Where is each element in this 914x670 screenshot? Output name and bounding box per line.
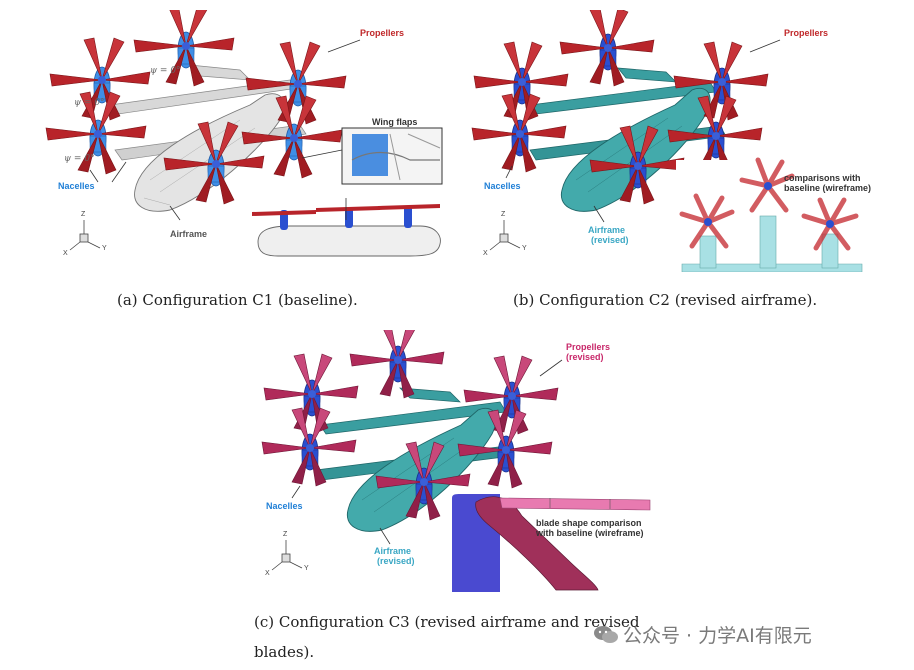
panel-c: Propellers (revised) Nacelles Airframe (…	[250, 330, 660, 592]
label-airframe-revised-2: (revised)	[377, 556, 415, 566]
caption-c-line2: blades).	[254, 643, 315, 661]
wechat-icon	[594, 626, 618, 643]
label-propellers: Propellers	[360, 28, 405, 38]
label-nacelles: Nacelles	[58, 181, 95, 191]
label-airframe: Airframe	[170, 229, 208, 239]
watermark: 公众号 · 力学AI有限元	[593, 621, 812, 648]
label-comparison-2: baseline (wireframe)	[784, 183, 872, 193]
panel-a-illustration	[45, 10, 443, 257]
caption-b: (b) Configuration C2 (revised airframe).	[513, 291, 818, 309]
label-nacelles: Nacelles	[484, 181, 521, 191]
label-comparison-1: comparisons with	[784, 173, 861, 183]
axis-x-label: X	[265, 570, 270, 577]
axis-x-label: X	[483, 250, 488, 257]
axis-z-label: Z	[501, 211, 506, 218]
panel-b: Propellers Nacelles Airframe (revised) c…	[470, 10, 872, 272]
label-psi-1: ψ = 0°	[150, 66, 181, 76]
axis-y-label: Y	[522, 245, 527, 252]
caption-c-line1: (c) Configuration C3 (revised airframe a…	[254, 613, 640, 631]
label-blade-comparison-1: blade shape comparison	[536, 518, 642, 528]
label-propellers-revised-2: (revised)	[566, 352, 604, 362]
axis-z-label: Z	[81, 211, 86, 218]
caption-a: (a) Configuration C1 (baseline).	[117, 291, 358, 309]
label-airframe-revised-2: (revised)	[591, 235, 629, 245]
watermark-text: 公众号 · 力学AI有限元	[623, 625, 812, 647]
axis-z-label: Z	[283, 531, 288, 538]
label-airframe-revised-1: Airframe	[374, 546, 412, 556]
axis-y-label: Y	[304, 565, 309, 572]
panel-a: Propellers Nacelles Airframe Wing flaps …	[40, 10, 460, 272]
axis-y-label: Y	[102, 245, 107, 252]
label-blade-comparison-2: with baseline (wireframe)	[536, 528, 644, 538]
label-psi-3: ψ = 0°	[64, 154, 95, 164]
label-airframe-revised-1: Airframe	[588, 225, 626, 235]
label-propellers-revised-1: Propellers	[566, 342, 611, 352]
label-propellers: Propellers	[784, 28, 829, 38]
label-psi-2: ψ = 0°	[74, 98, 105, 108]
label-nacelles: Nacelles	[266, 501, 303, 511]
panel-b-illustration	[471, 10, 866, 272]
panel-c-illustration	[261, 330, 654, 592]
label-wing-flaps: Wing flaps	[372, 117, 418, 127]
axis-x-label: X	[63, 250, 68, 257]
